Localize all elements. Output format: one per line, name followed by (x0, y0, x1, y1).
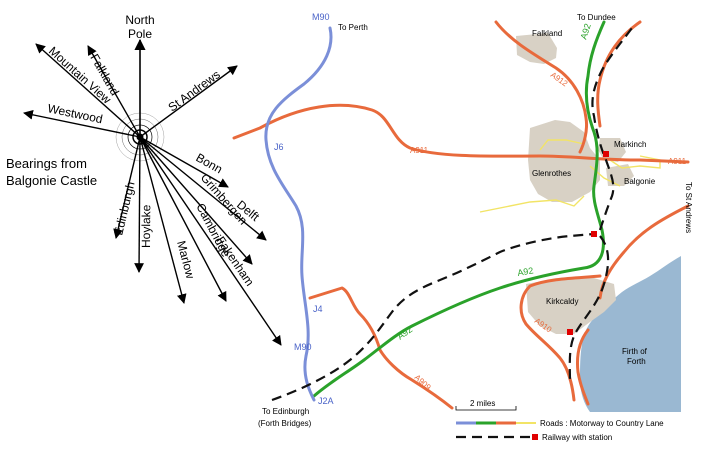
road-dundee-east (596, 20, 642, 128)
scale-bar (455, 406, 517, 411)
north-pole-label-line2: Pole (128, 27, 152, 41)
falkland-town-area (516, 33, 557, 64)
firth-of-forth-sea (580, 256, 681, 412)
bearing-arrow-cambridge (139, 136, 227, 302)
bearing-arrow-falkland (87, 45, 141, 138)
label-j6: J6 (274, 142, 284, 152)
bearing-arrow-st-andrews (139, 65, 238, 138)
bearing-rose: North Pole Mountain View Falkland St And… (6, 13, 282, 346)
label-glenrothes: Glenrothes (532, 169, 571, 178)
a-roads (312, 20, 606, 398)
label-a912: A912 (549, 70, 570, 88)
motorways (264, 26, 333, 402)
bearing-label-st-andrews: St Andrews (166, 67, 223, 114)
label-falkland: Falkland (532, 29, 562, 38)
legend-station-swatch (532, 434, 538, 440)
railways (271, 27, 633, 402)
label-markinch: Markinch (614, 140, 646, 149)
label-to-perth: To Perth (338, 23, 368, 32)
bearing-arrow-marlow (139, 136, 187, 304)
bearing-arrow-grimbergen (139, 136, 253, 265)
station-thornton (591, 231, 597, 237)
label-m90-top: M90 (312, 12, 330, 22)
road-a92 (312, 20, 606, 398)
label-to-st-andrews: To St Andrews (684, 182, 693, 233)
road-a911 (232, 103, 690, 164)
bearing-arrow-delft (139, 136, 267, 241)
label-kirkcaldy: Kirkcaldy (546, 297, 578, 306)
label-j2a: J2A (318, 396, 334, 406)
bearing-label-marlow: Marlow (174, 239, 197, 280)
label-forth-bridges: (Forth Bridges) (258, 419, 312, 428)
station-markinch (603, 151, 609, 157)
road-m90 (264, 26, 333, 402)
bearing-label-edinburgh: Edinburgh (111, 180, 137, 236)
road-a912 (494, 20, 588, 154)
lane-glenrothes-west (479, 195, 585, 213)
station-kirkcaldy (567, 329, 573, 335)
label-to-edinburgh: To Edinburgh (262, 407, 309, 416)
label-m90-mid: M90 (294, 342, 312, 352)
railway-coast (568, 235, 610, 385)
label-a911-left: A911 (410, 146, 429, 155)
north-pole-label-line1: North (125, 13, 154, 27)
fife-map: M90 To Perth J6 J4 M90 J2A A911 A911 A91… (232, 12, 693, 442)
legend-roads-label: Roads : Motorway to Country Lane (540, 419, 664, 428)
bearing-arrow-hoylake (134, 136, 144, 273)
label-j4: J4 (313, 304, 323, 314)
railway-fife-circle (271, 232, 595, 402)
bearing-arrow-bonn (139, 136, 229, 188)
scale-bar-label: 2 miles (470, 399, 495, 408)
label-balgonie: Balgonie (624, 177, 656, 186)
label-firth-of: Firth of (622, 347, 648, 356)
road-a909 (308, 286, 454, 410)
bearing-arrow-edinburgh (113, 136, 141, 239)
glenrothes-town-area (528, 120, 600, 202)
road-kirkcaldy-ring (519, 274, 602, 402)
label-a92-mid: A92 (517, 265, 535, 278)
bearing-label-hoylake: Hoylake (139, 204, 153, 248)
bearing-arrow-fakenham (139, 136, 282, 346)
label-a92-top: A92 (578, 22, 592, 40)
legend-railway-label: Railway with station (542, 433, 612, 442)
label-to-dundee: To Dundee (577, 13, 616, 22)
label-a911-right: A911 (668, 157, 687, 166)
bearing-label-westwood: Westwood (46, 101, 103, 126)
label-forth: Forth (627, 357, 646, 366)
rose-title-line2: Balgonie Castle (6, 173, 97, 188)
bearing-arrows (23, 43, 282, 346)
map-legend: 2 miles Roads : Motorway to Country Lane… (455, 399, 664, 442)
rose-title-line1: Bearings from (6, 156, 87, 171)
kirkcaldy-town-area (526, 278, 616, 334)
railway-north (591, 27, 633, 231)
road-kirkcaldy-south (576, 328, 590, 406)
lane-glenrothes-north (539, 139, 585, 151)
bearing-arrow-westwood (23, 109, 141, 138)
bearing-arrow-mountain-view (35, 43, 141, 138)
minor-roads (232, 20, 690, 410)
